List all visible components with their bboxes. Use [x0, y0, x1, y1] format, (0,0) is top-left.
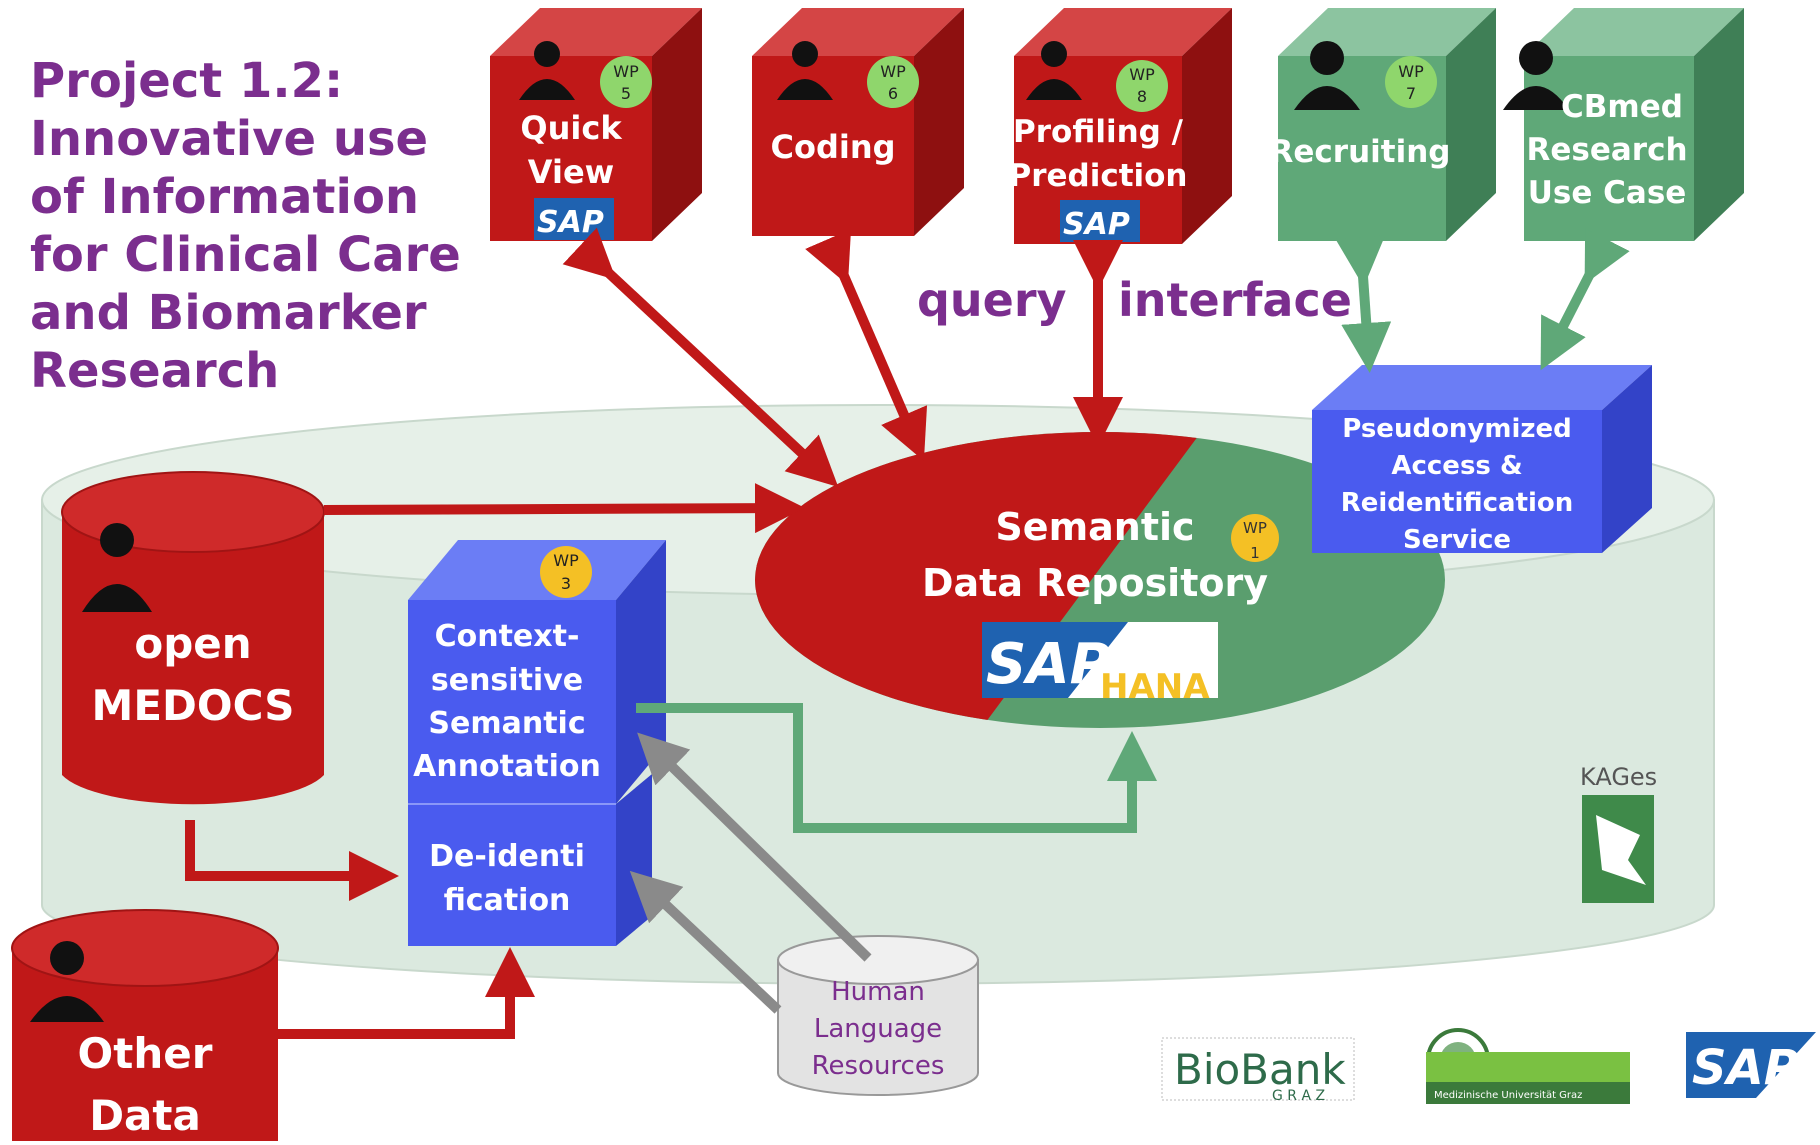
svg-text:View: View	[528, 153, 614, 191]
svg-text:6: 6	[888, 84, 898, 103]
title-line: for Clinical Care	[30, 227, 461, 283]
biobank-logo: BioBank G R A Z	[1161, 1037, 1355, 1104]
svg-text:SAP: SAP	[1692, 1040, 1799, 1096]
svg-text:Recruiting: Recruiting	[1270, 134, 1451, 170]
person-icon	[777, 41, 833, 100]
svg-text:SAP: SAP	[537, 205, 604, 240]
other-data-cylinder: Other Data	[11, 909, 279, 1141]
person-icon	[1503, 41, 1569, 110]
svg-text:open: open	[134, 619, 251, 668]
svg-text:WP: WP	[553, 551, 579, 570]
arrows-sources	[185, 483, 805, 1039]
pseudonymized-access-box: Pseudonymized Access & Reidentification …	[1312, 365, 1652, 555]
svg-text:Other: Other	[78, 1029, 213, 1078]
arrows-gray	[629, 732, 872, 1014]
meduni-logo: Medizinische Universität Graz	[1426, 1028, 1630, 1104]
title-line: Project 1.2:	[30, 53, 344, 109]
svg-text:Semantic: Semantic	[428, 706, 585, 741]
svg-text:Prediction: Prediction	[1008, 158, 1187, 194]
sap-hana-logo: SAP HANA	[982, 622, 1218, 707]
human-language-resources: Human Language Resources	[777, 935, 979, 1096]
svg-text:HANA: HANA	[1100, 667, 1210, 707]
person-icon	[30, 941, 104, 1022]
arrows-top	[562, 227, 1630, 488]
wp5-badge: WP 5	[600, 56, 652, 108]
repository-title-line2: Data Repository	[922, 561, 1268, 605]
svg-text:Human: Human	[831, 977, 925, 1007]
coding-box: WP 6 Coding	[752, 8, 964, 236]
svg-text:Service: Service	[1403, 525, 1511, 555]
svg-text:De-identi: De-identi	[429, 839, 585, 874]
open-medocs-cylinder: open MEDOCS	[61, 471, 325, 805]
svg-text:G R A Z: G R A Z	[1272, 1088, 1325, 1104]
person-icon	[82, 523, 152, 612]
svg-text:Pseudonymized: Pseudonymized	[1342, 414, 1572, 444]
svg-text:MEDOCS: MEDOCS	[92, 681, 295, 730]
svg-text:WP: WP	[613, 62, 639, 81]
person-icon	[1026, 41, 1082, 100]
svg-text:BioBank: BioBank	[1174, 1045, 1346, 1094]
semantic-data-repository: Semantic Data Repository WP 1 SAP HANA	[755, 432, 1445, 728]
title-line: of Information	[30, 169, 420, 225]
svg-text:Research: Research	[1526, 132, 1687, 168]
svg-text:Resources: Resources	[812, 1051, 945, 1081]
svg-text:KAGes: KAGes	[1580, 763, 1657, 791]
svg-text:Coding: Coding	[770, 128, 895, 166]
wp8-badge: WP 8	[1116, 60, 1168, 112]
wp7-badge: WP 7	[1385, 56, 1437, 108]
cbmed-box: CBmed Research Use Case	[1503, 8, 1744, 241]
annotation-to-repository-arrow	[636, 703, 1157, 833]
svg-text:Profiling /: Profiling /	[1013, 114, 1184, 150]
quick-view-box: WP 5 Quick View SAP	[490, 8, 702, 241]
query-label: query	[917, 273, 1067, 327]
svg-text:3: 3	[561, 574, 571, 593]
repository-title-line1: Semantic	[995, 505, 1194, 549]
title-line: and Biomarker	[30, 285, 427, 341]
svg-text:Annotation: Annotation	[413, 749, 601, 784]
svg-text:1: 1	[1250, 544, 1260, 562]
title-line: Innovative use	[30, 111, 429, 167]
svg-text:8: 8	[1137, 87, 1147, 106]
kages-logo: KAGes	[1580, 763, 1657, 903]
title-line: Research	[30, 343, 280, 399]
svg-text:WP: WP	[1129, 65, 1155, 84]
sap-logo: SAP	[534, 198, 614, 240]
annotation-box: WP 3 Context- sensitive Semantic Annotat…	[408, 540, 666, 804]
svg-text:Quick: Quick	[520, 109, 622, 147]
wp6-badge: WP 6	[867, 56, 919, 108]
svg-text:Access &: Access &	[1391, 451, 1522, 481]
svg-text:fication: fication	[444, 883, 571, 918]
svg-text:Medizinische Universität Graz: Medizinische Universität Graz	[1434, 1090, 1582, 1101]
svg-text:sensitive: sensitive	[431, 663, 583, 698]
person-icon	[1294, 41, 1360, 110]
recruiting-box: WP 7 Recruiting	[1270, 8, 1496, 241]
interface-label: interface	[1118, 273, 1352, 327]
profiling-box: WP 8 Profiling / Prediction SAP	[1008, 8, 1232, 244]
person-icon	[519, 41, 575, 100]
wp1-badge: WP 1	[1231, 514, 1279, 562]
svg-text:5: 5	[621, 84, 631, 103]
svg-text:CBmed: CBmed	[1561, 89, 1683, 125]
svg-text:SAP: SAP	[986, 632, 1111, 697]
svg-text:7: 7	[1406, 84, 1416, 103]
svg-text:Use Case: Use Case	[1528, 175, 1687, 211]
deidentification-box: De-identi fication	[408, 774, 652, 946]
wp3-badge: WP 3	[540, 546, 592, 598]
svg-text:WP: WP	[880, 62, 906, 81]
svg-text:Reidentification: Reidentification	[1341, 488, 1574, 518]
page-title: Project 1.2: Innovative use of Informati…	[30, 52, 500, 400]
svg-text:Language: Language	[814, 1014, 942, 1044]
svg-text:WP: WP	[1398, 62, 1424, 81]
sap-footer-logo: SAP	[1686, 1032, 1816, 1098]
svg-text:Data: Data	[89, 1091, 201, 1140]
svg-text:Context-: Context-	[435, 619, 580, 654]
svg-text:WP: WP	[1243, 519, 1267, 537]
sap-logo: SAP	[1060, 200, 1140, 242]
svg-text:SAP: SAP	[1063, 207, 1130, 242]
